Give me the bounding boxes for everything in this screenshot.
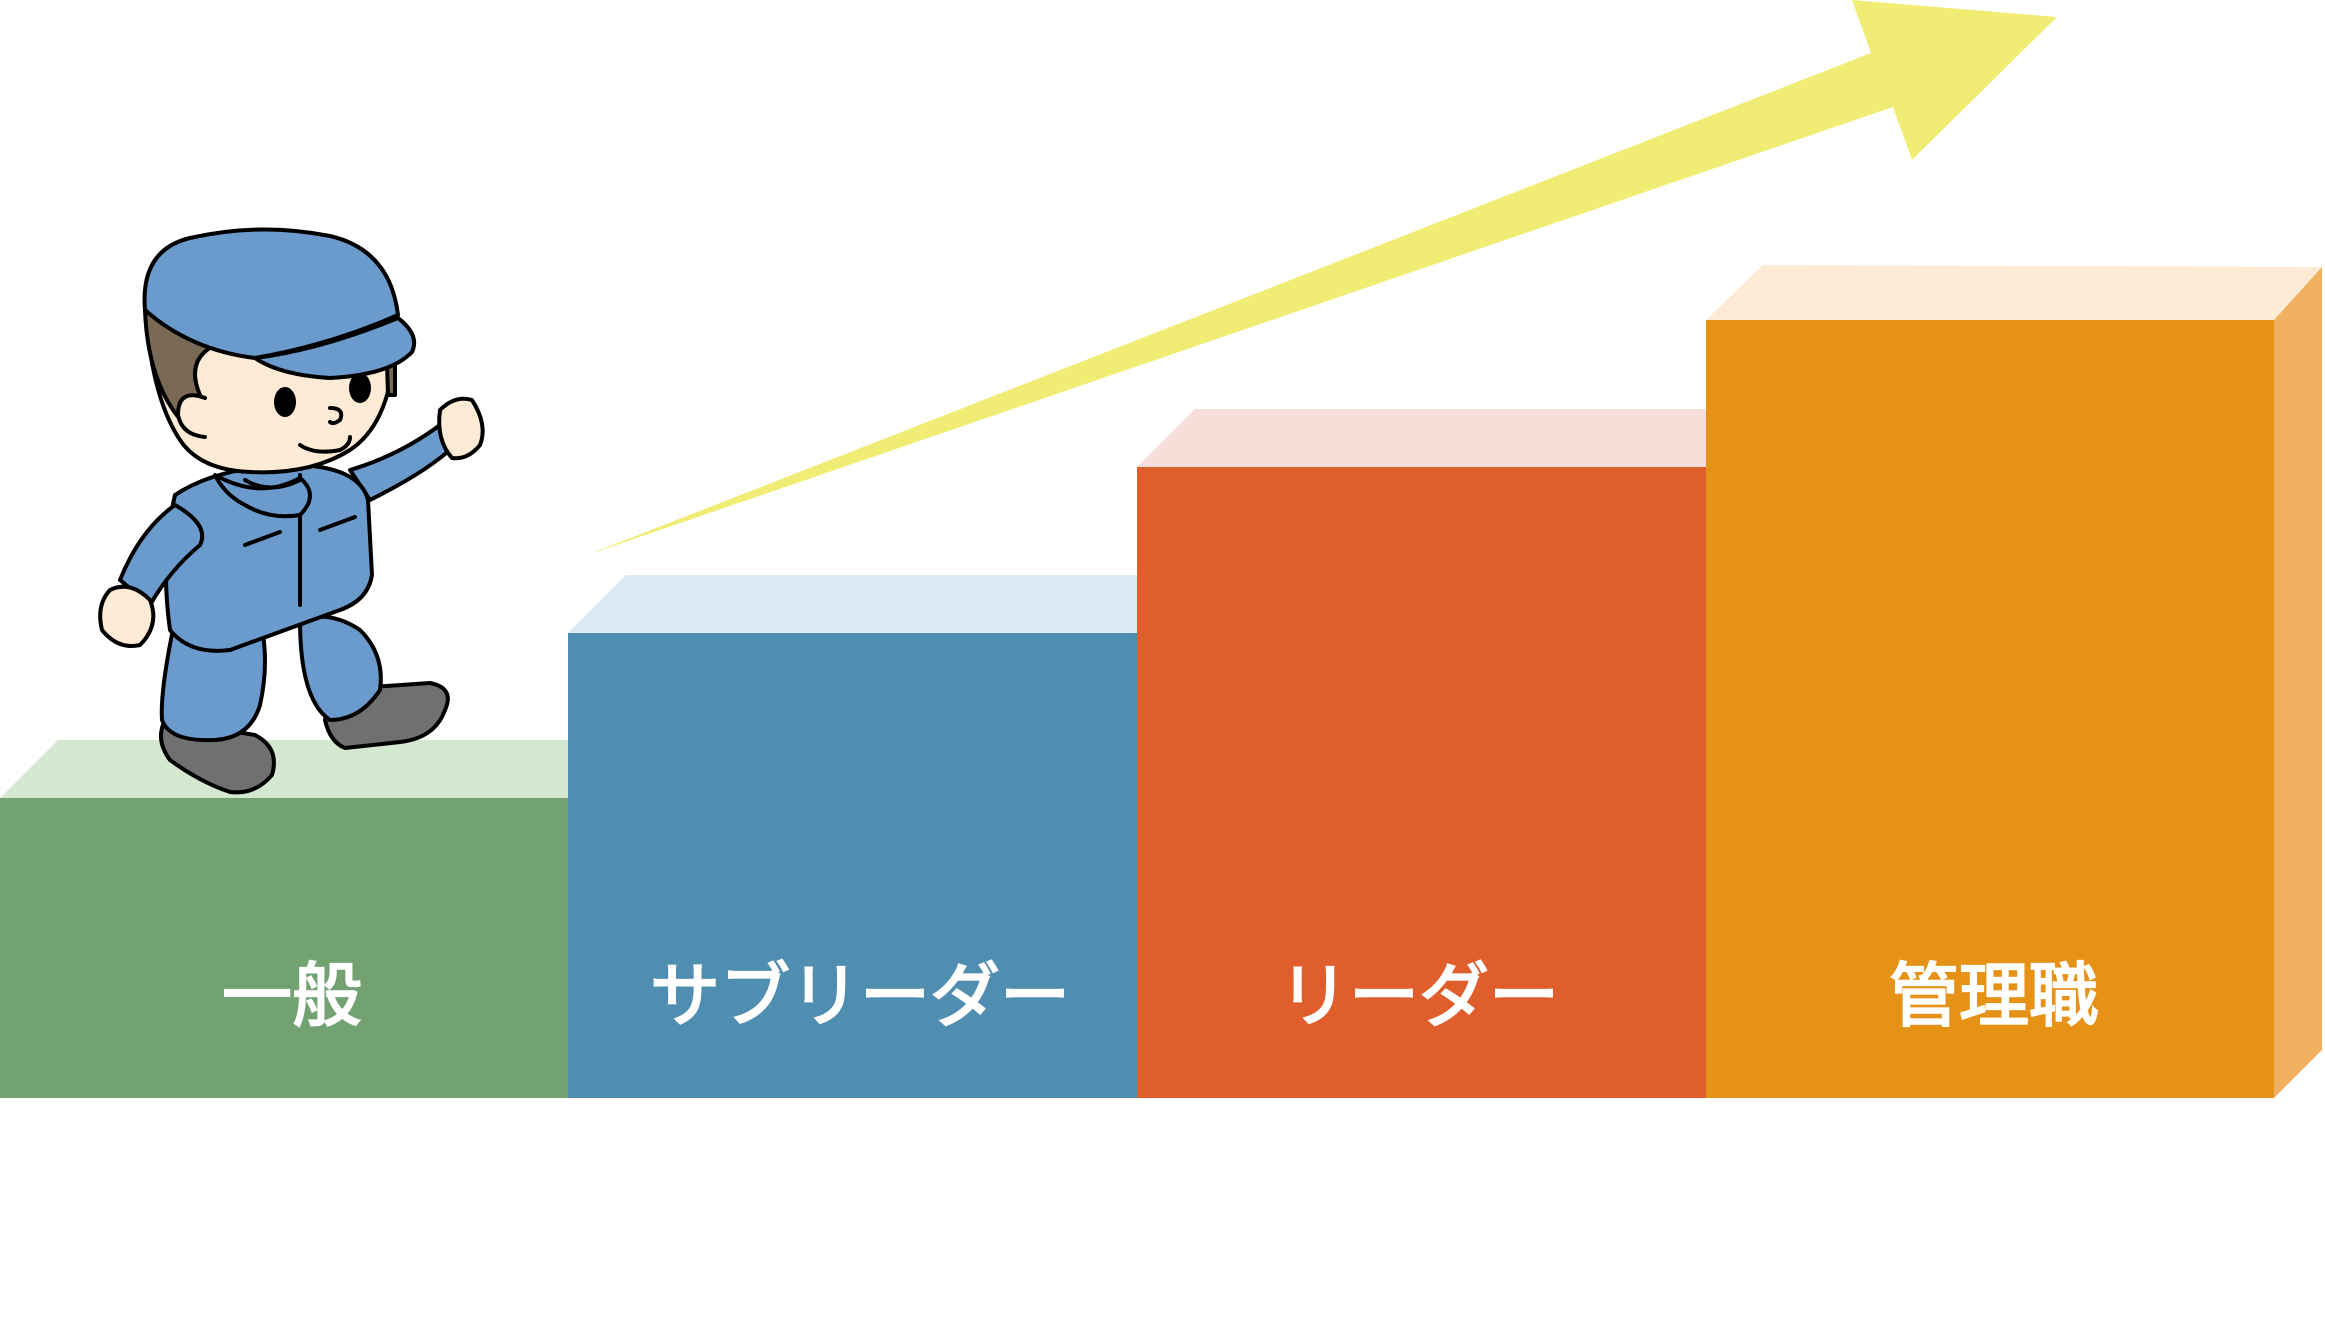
worker-character-icon: [98, 227, 485, 795]
step-ippan-block: [0, 798, 568, 1098]
step-ippan-top: [0, 740, 568, 798]
step-subleader-label: サブリーダー: [650, 955, 1070, 1037]
step-manager-label: 管理職: [1889, 955, 2099, 1037]
step-subleader-top: [568, 575, 1137, 633]
step-manager-block: [1706, 320, 2274, 1098]
step-leader-block: [1137, 467, 1706, 1098]
step-ippan-label: 一般: [222, 955, 362, 1037]
step-leader: リーダー: [1137, 409, 1706, 1098]
step-manager-side: [2274, 267, 2322, 1098]
step-ippan: 一般: [0, 740, 568, 1098]
step-subleader: サブリーダー: [568, 575, 1137, 1098]
step-leader-label: リーダー: [1279, 955, 1559, 1037]
step-subleader-block: [568, 633, 1137, 1098]
step-leader-top: [1137, 409, 1706, 467]
growth-arrow-icon: [587, 0, 2057, 555]
step-manager-top: [1706, 265, 2322, 320]
step-manager: 管理職: [1706, 265, 2322, 1098]
